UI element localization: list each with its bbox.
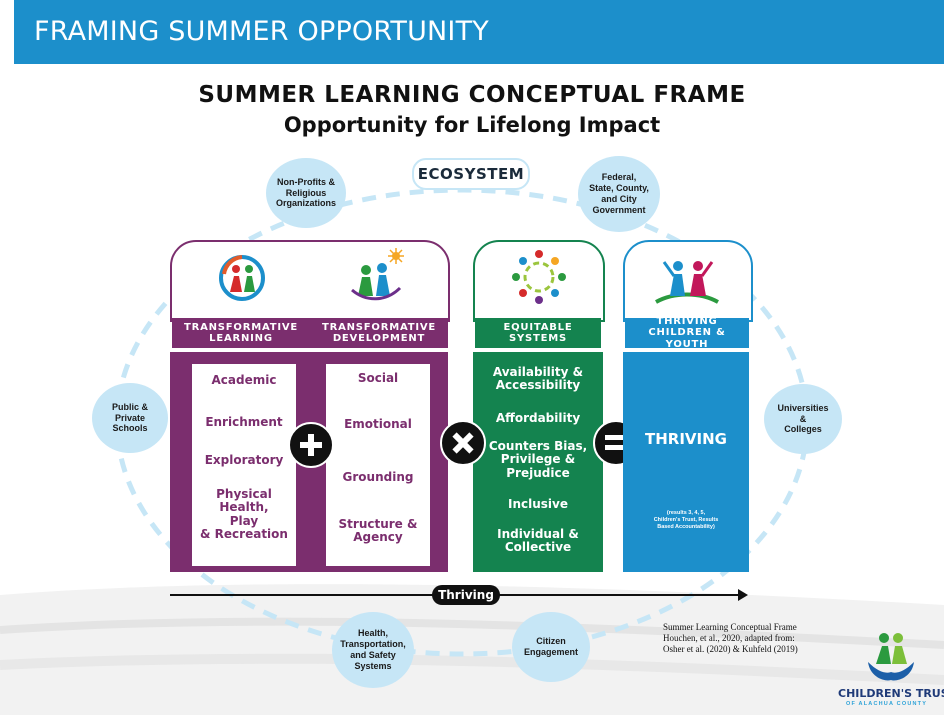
logo-name: CHILDREN'S TRUST [838,687,944,700]
bubble-universities: Universities & Colleges [764,384,842,454]
bubble-health: Health, Transportation, and Safety Syste… [332,612,414,688]
thriving-outcome: THRIVING [645,430,727,448]
citation: Summer Learning Conceptual Frame Houchen… [663,622,798,654]
bubble-nonprofits: Non-Profits & Religious Organizations [266,158,346,228]
development-item: Emotional [344,417,412,431]
development-heading: TRANSFORMATIVE DEVELOPMENT [310,318,448,348]
thriving-panel-top [623,240,753,322]
multiply-icon [440,420,486,466]
development-item: Social [357,371,399,385]
equitable-item: Availability & Accessibility [492,365,584,393]
equitable-heading: EQUITABLE SYSTEMS [475,318,601,348]
bubble-citizen: Citizen Engagement [512,612,590,682]
thriving-children-icon [655,261,719,304]
learning-item: Academic [211,373,277,387]
equitable-item: Affordability [495,411,581,425]
bubble-schools: Public & Private Schools [92,383,168,453]
development-item: Structure & Agency [338,517,418,545]
development-list: Social Emotional Grounding Structure & A… [326,364,430,566]
equitable-circle-icon [512,250,566,304]
header-bar: FRAMING SUMMER OPPORTUNITY [14,0,944,64]
plus-icon [288,422,334,468]
bubble-government: Federal, State, County, and City Governm… [578,156,660,232]
thriving-heading: THRIVING CHILDREN & YOUTH [625,316,749,350]
childrens-trust-logo-icon [868,633,914,681]
ecosystem-label: ECOSYSTEM [412,158,530,190]
development-children-icon [351,248,404,301]
learning-children-icon [219,255,265,301]
equitable-item: Counters Bias, Privilege & Prejudice [488,439,588,480]
arrow-head-icon [738,589,748,601]
learning-item: Exploratory [204,453,284,467]
development-item: Grounding [342,470,414,484]
thriving-arrow-label: Thriving [432,585,500,605]
learning-list: Academic Enrichment Exploratory Physical… [192,364,296,566]
learning-heading: TRANSFORMATIVE LEARNING [172,318,310,348]
equitable-item: Individual & Collective [497,527,579,555]
thriving-body: THRIVING (results 3, 4, 5, Children's Tr… [623,352,749,572]
page-title: FRAMING SUMMER OPPORTUNITY [34,16,489,47]
logo-subtitle: OF ALACHUA COUNTY [846,701,928,707]
diagram-title: SUMMER LEARNING CONCEPTUAL FRAME [198,82,746,108]
equitable-item: Inclusive [508,497,568,511]
background-waves [0,584,944,715]
diagram-subtitle: Opportunity for Lifelong Impact [283,113,661,137]
learning-item: Physical Health, Play & Recreation [200,487,288,542]
learning-item: Enrichment [205,415,283,429]
learning-panel-top [170,240,450,322]
thriving-note: (results 3, 4, 5, Children's Trust, Resu… [653,510,719,530]
equitable-body: Availability & Accessibility Affordabili… [473,352,603,572]
